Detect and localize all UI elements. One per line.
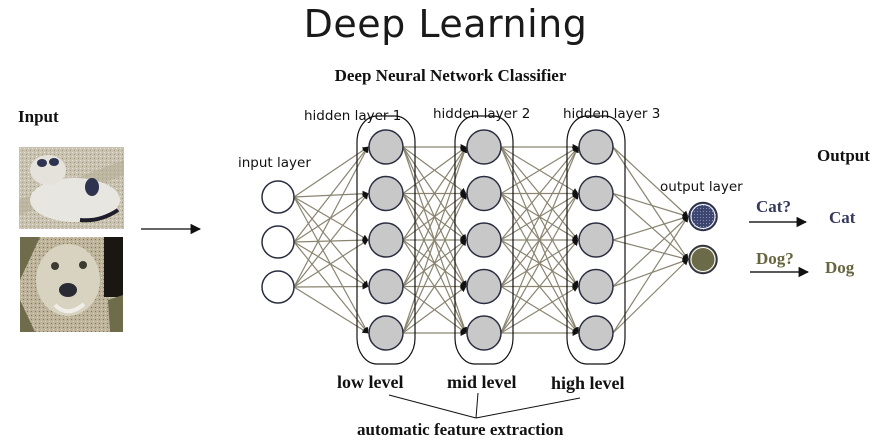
hidden-layer-2-group	[454, 115, 514, 365]
edge-l3-n1-to-l4-n0	[612, 192, 689, 218]
dog-image	[20, 237, 123, 332]
hidden-layer-3-label: hidden layer 3	[563, 106, 661, 122]
hidden-layer-1-group	[356, 115, 416, 365]
hidden-node-3-3	[578, 268, 614, 305]
edge-l3-n2-to-l4-n0	[612, 215, 689, 241]
diagram-title: Deep Learning	[303, 2, 588, 46]
edge-l2-n4-to-l3-n2	[500, 239, 579, 334]
input-node-0-0	[261, 180, 295, 214]
feature-extraction-caption: automatic feature extraction	[357, 420, 564, 439]
hidden-layer-2-label: hidden layer 2	[433, 106, 531, 122]
hidden-layer-3-group	[566, 115, 626, 365]
hidden-node-2-3	[466, 268, 502, 305]
input-node-0-2	[261, 270, 295, 304]
output-node-4-1	[688, 244, 718, 275]
edge-l3-n3-to-l4-n1	[612, 258, 689, 288]
edge-l0-n0-to-l1-n4	[293, 196, 369, 334]
mid-level-label: mid level	[447, 372, 517, 392]
edge-l0-n2-to-l1-n1	[293, 193, 369, 288]
hidden-node-2-2	[466, 222, 502, 258]
edge-l2-n2-to-l3-n0	[500, 146, 579, 241]
edge-l0-n2-to-l1-n3	[293, 283, 369, 290]
edge-l0-n2-to-l1-n4	[293, 286, 369, 334]
feature-extraction-bracket	[388, 392, 581, 419]
hidden-node-2-0	[466, 129, 502, 165]
dog-question: Dog?	[756, 249, 794, 268]
input-label: Input	[18, 107, 59, 126]
edge-l0-n0-to-l1-n3	[293, 196, 369, 287]
dog-answer: Dog	[825, 258, 855, 277]
hidden-node-2-1	[466, 175, 502, 212]
edge-l0-n2-to-l1-n0	[293, 146, 369, 288]
diagram-subtitle: Deep Neural Network Classifier	[334, 66, 567, 85]
hidden-node-3-2	[578, 222, 614, 258]
hidden-node-2-4	[466, 315, 502, 351]
high-level-label: high level	[551, 373, 625, 393]
edge-l3-n4-to-l4-n1	[612, 259, 689, 334]
output-node-4-0	[688, 201, 718, 232]
input-node-0-1	[261, 225, 295, 259]
edge-l0-n0-to-l1-n2	[293, 196, 369, 241]
edge-l3-n4-to-l4-n0	[612, 215, 689, 334]
hidden-node-3-0	[578, 129, 614, 165]
hidden-layer-1-label: hidden layer 1	[304, 108, 402, 124]
edge-l2-n1-to-l3-n0	[500, 146, 579, 195]
cat-answer: Cat	[829, 208, 856, 227]
input-layer-label: input layer	[238, 155, 311, 171]
low-level-label: low level	[337, 372, 404, 392]
cat-image	[19, 147, 124, 229]
edge-l2-n4-to-l3-n0	[500, 146, 579, 334]
output-node-ring-0	[690, 204, 716, 229]
cat-question: Cat?	[756, 197, 791, 216]
output-label: Output	[817, 146, 870, 165]
hidden-node-1-2	[368, 222, 404, 258]
hidden-node-1-3	[368, 268, 404, 305]
edge-l2-n4-to-l3-n1	[500, 192, 579, 334]
edge-l2-n3-to-l3-n0	[500, 146, 579, 287]
edge-l0-n1-to-l1-n4	[293, 241, 369, 334]
edge-l2-n4-to-l3-n3	[500, 285, 579, 334]
hidden-node-1-0	[368, 129, 404, 165]
output-node-ring-1	[690, 247, 716, 272]
edge-l0-n1-to-l1-n0	[293, 146, 369, 243]
hidden-node-1-4	[368, 315, 404, 351]
hidden-node-1-1	[368, 175, 404, 212]
edge-l0-n0-to-l1-n0	[293, 146, 369, 198]
edge-l0-n2-to-l1-n2	[293, 239, 369, 288]
hidden-node-3-4	[578, 315, 614, 351]
output-layer-label: output layer	[660, 179, 743, 195]
edge-l0-n1-to-l1-n3	[293, 241, 369, 288]
hidden-node-3-1	[578, 175, 614, 212]
